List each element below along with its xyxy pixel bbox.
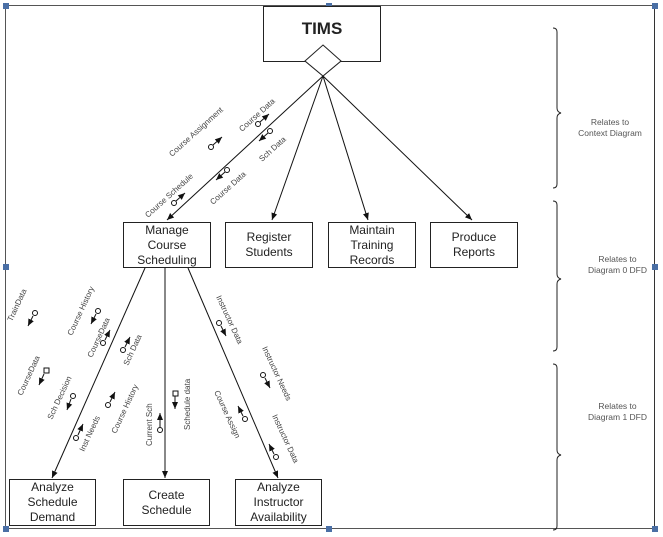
flow-arrow bbox=[271, 75, 324, 221]
flow-arrow bbox=[187, 267, 279, 479]
brace-icon bbox=[552, 363, 562, 531]
note-diagram-0: Relates to Diagram 0 DFD bbox=[587, 254, 648, 275]
selection-handle[interactable] bbox=[3, 526, 9, 532]
flow-arrow bbox=[51, 267, 146, 479]
brace-icon bbox=[552, 27, 562, 189]
process-register-students[interactable]: Register Students bbox=[225, 222, 313, 268]
tims-system-box: TIMS bbox=[263, 6, 381, 62]
process-produce-reports[interactable]: Produce Reports bbox=[430, 222, 518, 268]
flow-label: Course Data bbox=[208, 169, 248, 206]
brace-group bbox=[552, 27, 562, 531]
flow-arrow bbox=[166, 75, 324, 221]
flow-label: Course Assign bbox=[212, 389, 242, 440]
selection-handle[interactable] bbox=[652, 3, 658, 9]
flow-arrow bbox=[322, 75, 369, 221]
selection-handle[interactable] bbox=[3, 264, 9, 270]
flow-label: Schedule data bbox=[183, 378, 192, 430]
flow-label: CourseData bbox=[16, 354, 42, 397]
flow-label: Instructor Data bbox=[214, 294, 245, 346]
flow-label: Inst Needs bbox=[78, 414, 102, 452]
flow-label: Course Schedule bbox=[143, 171, 195, 219]
flow-label: Course Assignment bbox=[167, 105, 225, 159]
note-context-diagram: Relates to Context Diagram bbox=[578, 117, 642, 138]
flow-label: Current Sch bbox=[145, 403, 154, 446]
flow-label: Course Data bbox=[237, 96, 277, 133]
brace-icon bbox=[552, 200, 562, 352]
selection-handle[interactable] bbox=[652, 526, 658, 532]
flow-label: Course History bbox=[110, 383, 141, 435]
data-couple-icons bbox=[27, 308, 279, 460]
process-create-schedule[interactable]: Create Schedule bbox=[123, 479, 210, 526]
process-manage-course-scheduling[interactable]: Manage Course Scheduling bbox=[123, 222, 211, 268]
selection-handle[interactable] bbox=[326, 526, 332, 532]
data-couple-icons bbox=[171, 113, 273, 206]
flow-label: TrainData bbox=[6, 287, 29, 323]
process-maintain-training-records[interactable]: Maintain Training Records bbox=[328, 222, 416, 268]
flow-label: Sch Decision bbox=[46, 375, 74, 421]
process-analyze-schedule-demand[interactable]: Analyze Schedule Demand bbox=[9, 479, 96, 526]
selection-handle[interactable] bbox=[652, 264, 658, 270]
note-diagram-1: Relates to Diagram 1 DFD bbox=[587, 401, 648, 422]
selection-handle[interactable] bbox=[3, 3, 9, 9]
process-analyze-instructor-availability[interactable]: Analyze Instructor Availability bbox=[235, 479, 322, 526]
flow-arrow bbox=[322, 75, 473, 221]
flow-label: Course History bbox=[66, 285, 97, 337]
